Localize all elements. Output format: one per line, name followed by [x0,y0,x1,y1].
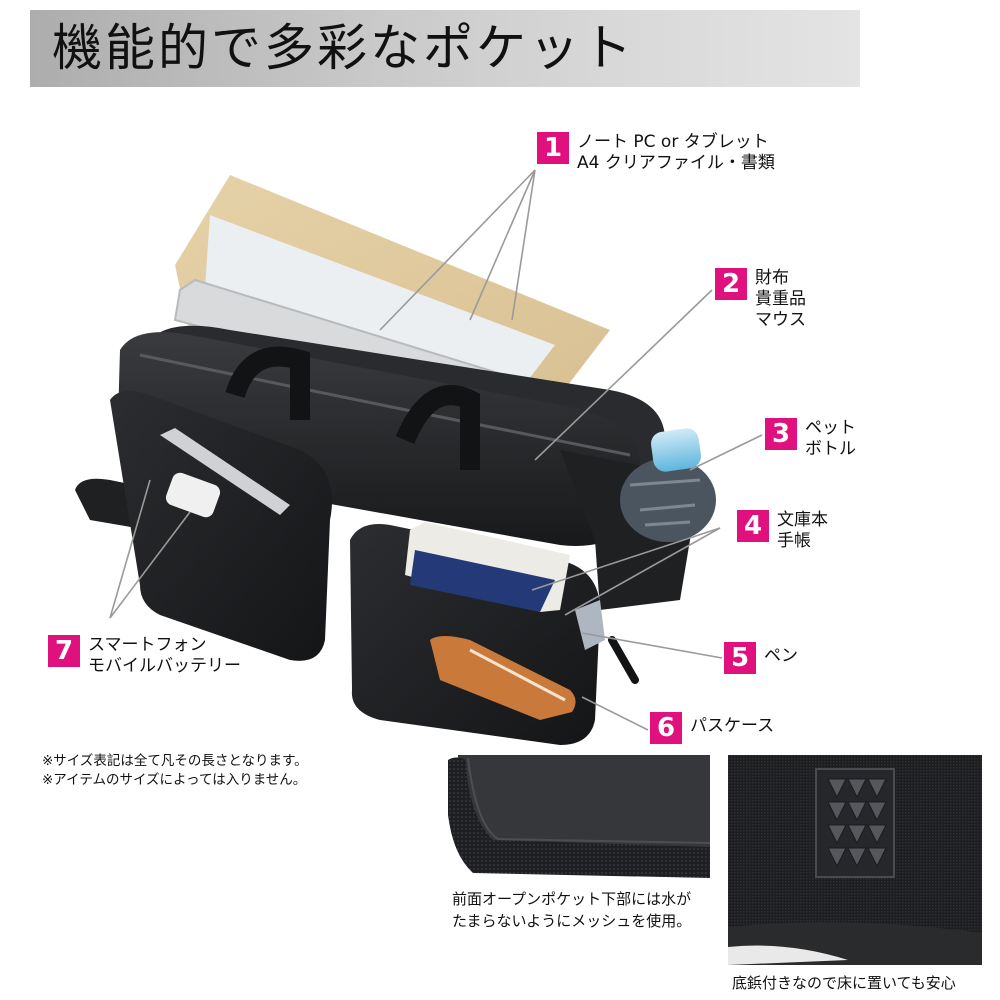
callout-7: 7 スマートフォン モバイルバッテリー [48,635,241,677]
callout-3-line-2: ボトル [805,439,856,459]
bottom-studs-photo [728,755,982,965]
badge-6: 6 [650,712,682,744]
leader-lines [109,169,763,731]
studs-caption: 底鋲付きなので床に置いても安心 [732,974,956,992]
callout-4-line-1: 文庫本 [777,510,828,530]
callout-3-text: ペット ボトル [805,418,856,460]
callout-7-text: スマートフォン モバイルバッテリー [88,635,241,677]
callout-2-line-3: マウス [755,310,806,330]
badge-7: 7 [48,635,80,667]
callout-3: 3 ペット ボトル [765,418,856,460]
callout-2: 2 財布 貴重品 マウス [715,268,806,331]
callout-3-line-1: ペット [805,418,856,438]
callout-1-line-1: ノート PC or タブレット [577,132,769,152]
mesh-caption: 前面オープンポケット下部には水がたまらないようにメッシュを使用。 [452,890,692,930]
badge-2: 2 [715,268,747,300]
title-banner: 機能的で多彩なポケット [30,10,860,87]
callout-2-text: 財布 貴重品 マウス [755,268,806,331]
callout-7-line-2: モバイルバッテリー [88,656,241,676]
callout-5: 5 ペン [724,642,798,674]
badge-3: 3 [765,418,797,450]
callout-5-text: ペン [764,642,798,667]
callout-5-line-1: ペン [764,646,798,666]
callout-7-line-1: スマートフォン [88,635,207,655]
mesh-bottom-photo [448,755,710,878]
callout-4-line-2: 手帳 [777,531,811,551]
callout-1-text: ノート PC or タブレット A4 クリアファイル・書類 [577,132,775,174]
callout-2-line-2: 貴重品 [755,289,806,309]
callout-6-line-1: パスケース [690,716,775,736]
note-2: ※アイテムのサイズによっては入りません。 [42,772,307,788]
callout-1-line-2: A4 クリアファイル・書類 [577,153,775,173]
callout-4: 4 文庫本 手帳 [737,510,828,552]
callout-6: 6 パスケース [650,712,774,744]
page-title: 機能的で多彩なポケット [52,19,635,77]
badge-4: 4 [737,510,769,542]
badge-5: 5 [724,642,756,674]
callout-1: 1 ノート PC or タブレット A4 クリアファイル・書類 [537,132,775,174]
callout-4-text: 文庫本 手帳 [777,510,828,552]
badge-1: 1 [537,132,569,164]
size-notes: ※サイズ表記は全て凡その長さとなります。 ※アイテムのサイズによっては入りません… [42,752,308,790]
callout-2-line-1: 財布 [755,268,789,288]
callout-6-text: パスケース [690,712,774,737]
note-1: ※サイズ表記は全て凡その長さとなります。 [42,753,308,769]
